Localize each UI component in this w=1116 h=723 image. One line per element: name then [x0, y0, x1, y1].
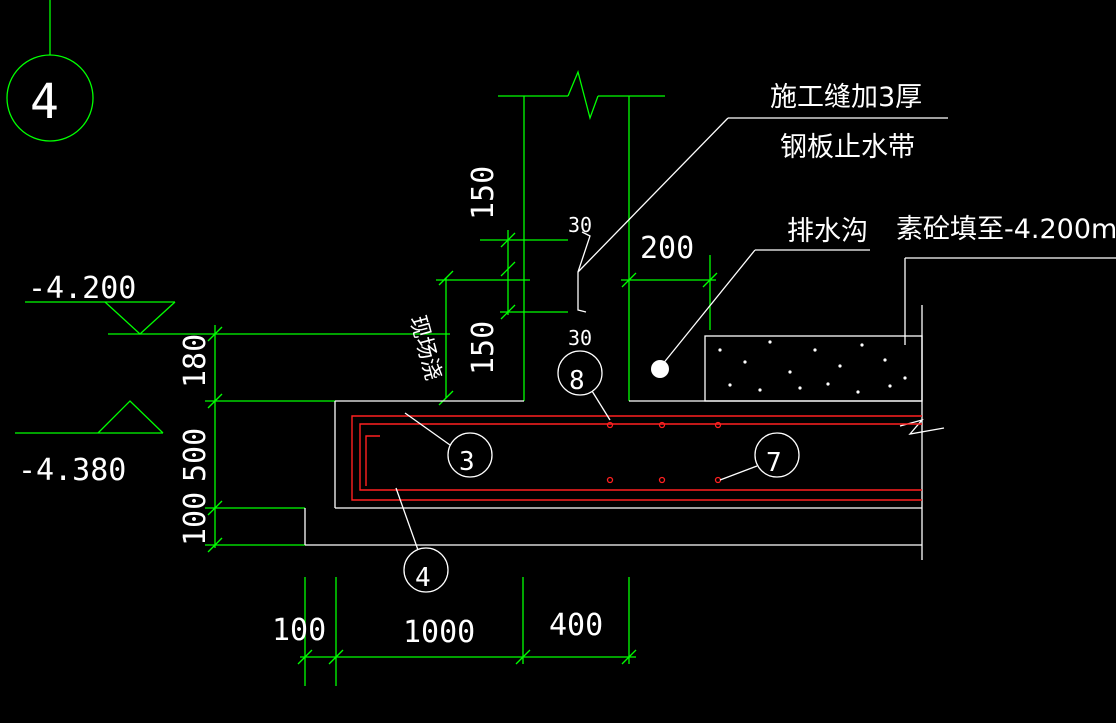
wall-dimensions: 150 150 30 30 现场浇	[404, 166, 592, 406]
dim-100-horizontal: 100	[272, 613, 326, 648]
dim-180: 180	[178, 334, 213, 388]
drain-trench	[629, 257, 1116, 560]
dim-150-lower: 150	[466, 321, 501, 375]
vertical-dimensions-left: 180 500 100	[108, 325, 450, 553]
dim-1000: 1000	[403, 615, 475, 650]
dim-200: 200	[640, 231, 694, 266]
svg-text:7: 7	[766, 448, 782, 478]
elevation-top: -4.200	[25, 271, 176, 335]
dim-150-upper: 150	[466, 166, 501, 220]
horizontal-dimensions: 100 1000 400	[272, 577, 637, 686]
annotation-drain: 排水沟	[661, 216, 870, 366]
dim-500: 500	[178, 428, 213, 482]
elev-top-triangle	[104, 301, 176, 335]
wall	[335, 69, 665, 402]
callout-8: 8	[557, 350, 611, 421]
callout-7: 7	[719, 432, 800, 481]
foundation-slab	[304, 401, 945, 546]
elev-bottom-triangle	[97, 400, 164, 434]
dim-100-vertical: 100	[178, 492, 213, 546]
concrete-hatch	[718, 340, 907, 394]
marker-number: 4	[30, 74, 59, 130]
label-joint-line2: 钢板止水带	[780, 132, 915, 163]
label-drain: 排水沟	[787, 216, 868, 247]
trench-dimension: 200	[621, 231, 718, 330]
elev-top-label: -4.200	[28, 271, 136, 306]
dim-30-top: 30	[568, 213, 592, 237]
detail-marker: 4	[6, 0, 94, 142]
rebar	[351, 415, 922, 501]
elev-bottom-label: -4.380	[18, 453, 126, 488]
label-cast-in-place: 现场浇	[404, 313, 445, 383]
label-joint-line1: 施工缝加3厚	[770, 82, 922, 113]
dim-30-bottom: 30	[568, 326, 592, 350]
dim-400: 400	[549, 608, 603, 643]
label-fill: 素砼填至-4.200m	[896, 214, 1116, 245]
annotation-joint: 施工缝加3厚 钢板止水带	[577, 82, 948, 273]
drain-pipe	[651, 360, 669, 378]
marker-circle	[6, 54, 94, 142]
svg-text:8: 8	[569, 366, 585, 396]
callout-3: 3	[404, 412, 493, 478]
svg-text:3: 3	[459, 447, 475, 477]
svg-text:4: 4	[415, 563, 431, 593]
elevation-bottom: -4.380	[15, 400, 164, 488]
callout-4: 4	[395, 487, 449, 593]
plain-concrete-fill	[704, 335, 923, 402]
steel-waterstop	[577, 231, 591, 313]
